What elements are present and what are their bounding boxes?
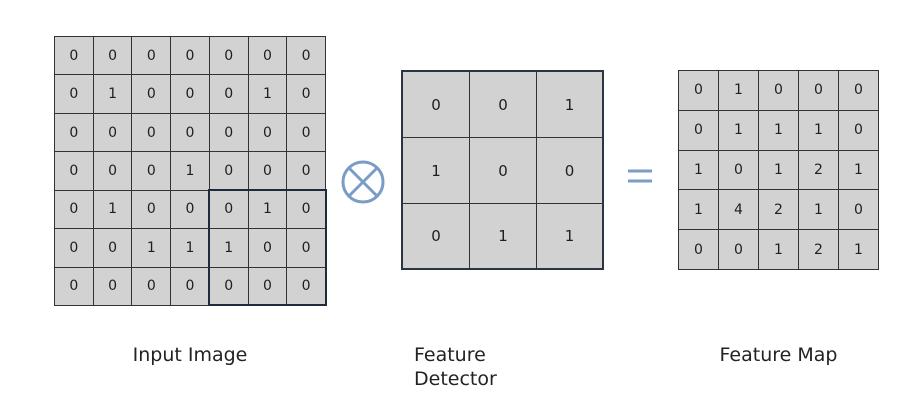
- feature-map-cell: 1: [759, 150, 799, 191]
- feature-map-cell: 4: [719, 190, 759, 231]
- feature-detector-cell: 1: [537, 72, 604, 138]
- feature-map-cell: 0: [719, 230, 759, 270]
- feature-map-cell: 0: [679, 230, 719, 270]
- feature-detector-label: Feature Detector: [414, 344, 497, 390]
- feature-detector-cell: 0: [403, 72, 470, 138]
- input-image-cell: 0: [287, 229, 326, 268]
- input-image-cell: 1: [171, 229, 210, 268]
- input-image-label: Input Image: [132, 344, 248, 366]
- feature-map-cell: 0: [719, 150, 759, 191]
- input-image-cell: 0: [55, 113, 94, 153]
- input-image-cell: 1: [209, 229, 249, 268]
- input-image-cell: 0: [287, 75, 326, 114]
- feature-map-cell: 0: [679, 71, 719, 111]
- input-image-cell: 0: [93, 152, 133, 191]
- feature-map-cell: 1: [679, 190, 719, 231]
- input-image-cell: 0: [55, 267, 94, 306]
- feature-detector-cell: 0: [470, 138, 537, 204]
- input-image-cell: 0: [93, 113, 133, 153]
- input-image-cell: 0: [132, 37, 172, 76]
- input-image-cell: 1: [248, 75, 288, 114]
- input-image-cell: 0: [287, 267, 326, 306]
- feature-map-cell: 2: [799, 150, 839, 191]
- feature-map-cell: 1: [759, 230, 799, 270]
- feature-detector-cell: 1: [403, 138, 470, 204]
- input-image-cell: 0: [209, 267, 249, 306]
- input-image-cell: 0: [132, 152, 172, 191]
- input-image-cell: 0: [248, 113, 288, 153]
- feature-map-cell: 1: [839, 150, 879, 191]
- input-image-cell: 1: [132, 229, 172, 268]
- input-image-cell: 0: [287, 152, 326, 191]
- input-image-cell: 0: [132, 113, 172, 153]
- input-image-cell: 0: [287, 113, 326, 153]
- input-image-cell: 0: [209, 190, 249, 230]
- input-image-cell: 0: [55, 75, 94, 114]
- input-image-cell: 0: [209, 152, 249, 191]
- feature-map-cell: 0: [759, 71, 799, 111]
- feature-map-cell: 1: [839, 230, 879, 270]
- feature-map-cell: 0: [839, 190, 879, 231]
- input-image-cell: 0: [209, 113, 249, 153]
- input-image-cell: 0: [132, 267, 172, 306]
- input-image-cell: 0: [55, 152, 94, 191]
- input-image-cell: 1: [171, 152, 210, 191]
- input-image-cell: 0: [287, 37, 326, 76]
- input-image-cell: 0: [209, 75, 249, 114]
- input-image-cell: 1: [248, 190, 288, 230]
- input-image-cell: 0: [55, 190, 94, 230]
- input-image-cell: 0: [171, 267, 210, 306]
- input-image-cell: 0: [209, 37, 249, 76]
- feature-map-cell: 1: [799, 110, 839, 151]
- input-image-cell: 0: [171, 75, 210, 114]
- input-image-cell: 0: [248, 229, 288, 268]
- feature-map-cell: 1: [679, 150, 719, 191]
- input-image-cell: 1: [93, 75, 133, 114]
- feature-detector-cell: 0: [537, 138, 604, 204]
- feature-detector-cell: 0: [470, 72, 537, 138]
- feature-map-cell: 0: [839, 71, 879, 111]
- input-image-cell: 0: [171, 37, 210, 76]
- input-image-cell: 0: [55, 229, 94, 268]
- equals-operator-icon: [628, 169, 652, 183]
- input-image-cell: 0: [248, 37, 288, 76]
- convolution-operator-icon: [341, 160, 385, 204]
- feature-map-label: Feature Map: [719, 344, 838, 366]
- feature-map-cell: 2: [759, 190, 799, 231]
- input-image-cell: 0: [171, 190, 210, 230]
- input-image-cell: 1: [93, 190, 133, 230]
- feature-map-cell: 0: [839, 110, 879, 151]
- input-image-cell: 0: [55, 37, 94, 76]
- input-image-cell: 0: [93, 229, 133, 268]
- feature-map-cell: 0: [799, 71, 839, 111]
- feature-map-cell: 1: [719, 110, 759, 151]
- feature-map-cell: 1: [719, 71, 759, 111]
- feature-detector-cell: 1: [470, 204, 537, 270]
- feature-map-cell: 1: [759, 110, 799, 151]
- feature-map-cell: 1: [799, 190, 839, 231]
- input-image-cell: 0: [171, 113, 210, 153]
- input-image-cell: 0: [132, 190, 172, 230]
- input-image-cell: 0: [248, 152, 288, 191]
- input-image-cell: 0: [248, 267, 288, 306]
- feature-detector-cell: 1: [537, 204, 604, 270]
- input-image-cell: 0: [93, 37, 133, 76]
- feature-map-cell: 2: [799, 230, 839, 270]
- input-image-cell: 0: [93, 267, 133, 306]
- feature-detector-cell: 0: [403, 204, 470, 270]
- input-image-cell: 0: [287, 190, 326, 230]
- feature-map-cell: 0: [679, 110, 719, 151]
- input-image-cell: 0: [132, 75, 172, 114]
